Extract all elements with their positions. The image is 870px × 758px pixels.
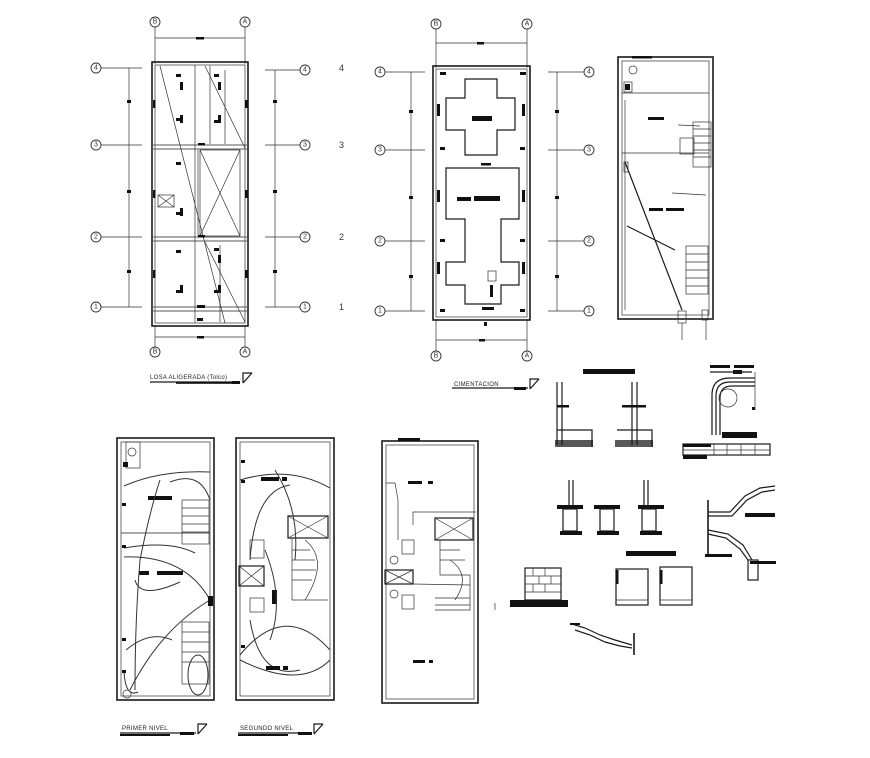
drawing-title-cimentacion: CIMENTACION — [454, 382, 499, 388]
grid-bubble-b-top — [149, 16, 161, 28]
grid-label: B — [153, 19, 158, 26]
plan-losa-aligerada: B A B A 4 3 2 1 4 3 — [90, 16, 344, 384]
detail-foundation-sections — [555, 369, 653, 447]
svg-text:A: A — [525, 21, 530, 28]
svg-text:3: 3 — [587, 147, 591, 154]
row-number: 2 — [339, 232, 344, 242]
svg-text:4: 4 — [378, 69, 382, 76]
svg-text:3: 3 — [378, 147, 382, 154]
row-number: 4 — [339, 63, 344, 73]
drawing-title-primer-nivel: PRIMER NIVEL — [122, 726, 168, 732]
svg-text:2: 2 — [378, 238, 382, 245]
svg-text:B: B — [434, 21, 439, 28]
svg-text:4: 4 — [94, 65, 98, 72]
grid-label: A — [243, 349, 248, 356]
grid-label: A — [243, 19, 248, 26]
plan-primer-nivel: PRIMER NIVEL — [116, 437, 215, 736]
plan-instalaciones-sanitarias — [617, 56, 714, 340]
svg-text:1: 1 — [587, 308, 591, 315]
grid-bubble-b-bottom — [149, 346, 161, 358]
svg-text:2: 2 — [303, 234, 307, 241]
row-number: 3 — [339, 140, 344, 150]
drawing-title-segundo-nivel: SEGUNDO NIVEL — [240, 726, 294, 732]
svg-text:1: 1 — [378, 308, 382, 315]
svg-text:3: 3 — [94, 142, 98, 149]
plan-cimentacion: B A B A 4 3 2 1 4 3 2 1 — [374, 18, 595, 390]
svg-text:4: 4 — [587, 69, 591, 76]
grid-bubble-a-top — [239, 16, 251, 28]
detail-footings — [557, 480, 664, 535]
detail-stair-rebar — [682, 365, 771, 459]
detail-column-boxes — [615, 551, 693, 606]
detail-stair-section-top — [705, 485, 776, 581]
detail-masonry-wall — [510, 567, 568, 607]
svg-text:1: 1 — [303, 304, 307, 311]
svg-text:4: 4 — [303, 67, 307, 74]
svg-text:A: A — [525, 353, 530, 360]
svg-text:2: 2 — [94, 234, 98, 241]
grid-label: B — [153, 349, 158, 356]
svg-text:B: B — [434, 353, 439, 360]
grid-bubble-a-bottom — [239, 346, 251, 358]
detail-stair-section-bottom — [570, 623, 635, 655]
row-number: 1 — [339, 302, 344, 312]
svg-text:1: 1 — [94, 304, 98, 311]
plan-tercer-nivel — [381, 438, 496, 704]
plan-segundo-nivel: SEGUNDO NIVEL — [235, 437, 335, 736]
svg-text:2: 2 — [587, 238, 591, 245]
svg-text:3: 3 — [303, 142, 307, 149]
drawing-title-losa: LOSA ALIGERADA (Tolco) — [150, 375, 227, 381]
